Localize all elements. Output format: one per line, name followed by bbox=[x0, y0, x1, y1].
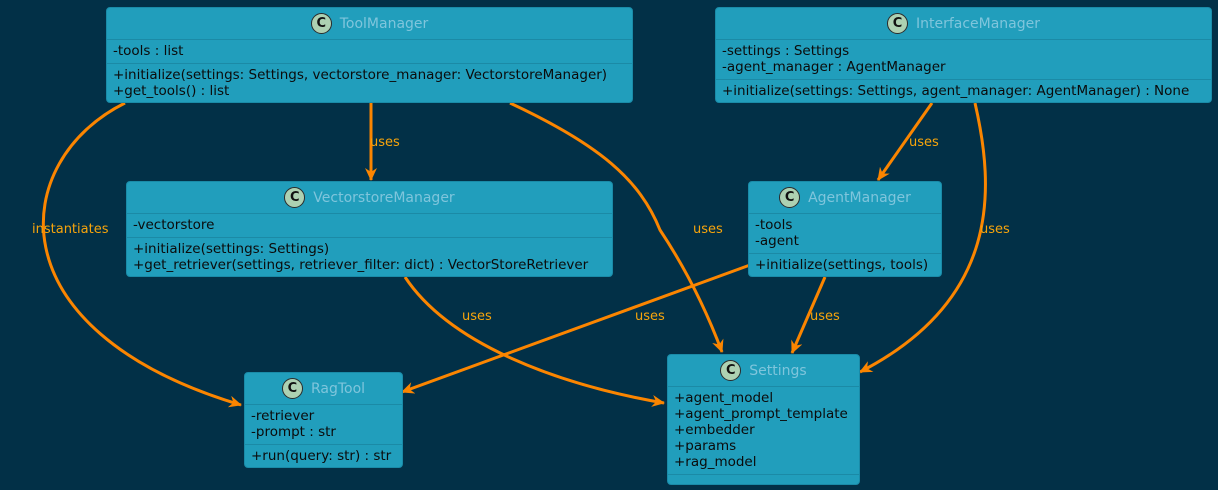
method-row: +initialize(settings: Settings, agent_ma… bbox=[722, 83, 1190, 99]
class-toolmanager[interactable]: C ToolManager -tools : list +initialize(… bbox=[106, 7, 633, 103]
attributes-section: -settings : Settings -agent_manager : Ag… bbox=[716, 40, 1211, 80]
edge-label-toolmanager-settings: uses bbox=[693, 222, 723, 237]
attribute-row: -retriever bbox=[251, 408, 315, 424]
attributes-section: -retriever -prompt : str bbox=[245, 405, 402, 445]
edge-toolmanager-ragtool bbox=[41, 101, 242, 408]
attributes-section: -vectorstore bbox=[127, 214, 612, 238]
class-name: ToolManager bbox=[339, 15, 429, 32]
method-row: +initialize(settings: Settings, vectorst… bbox=[113, 67, 608, 83]
class-badge-icon: C bbox=[779, 187, 801, 208]
methods-section: +initialize(settings: Settings) +get_ret… bbox=[127, 238, 612, 276]
attribute-row: +embedder bbox=[674, 422, 755, 438]
edge-toolmanager-settings bbox=[509, 101, 724, 353]
attributes-section: -tools -agent bbox=[749, 214, 941, 254]
class-name: AgentManager bbox=[808, 189, 911, 206]
class-ragtool[interactable]: C RagTool -retriever -prompt : str +run(… bbox=[244, 372, 403, 468]
attributes-section: +agent_model +agent_prompt_template +emb… bbox=[668, 387, 859, 475]
class-badge-icon: C bbox=[281, 378, 303, 399]
edge-label-agentmanager-ragtool: uses bbox=[635, 309, 665, 324]
edge-label-interfacemanager-settings: uses bbox=[980, 222, 1010, 237]
attribute-row: -vectorstore bbox=[133, 217, 215, 233]
class-interfacemanager[interactable]: C InterfaceManager -settings : Settings … bbox=[715, 7, 1212, 103]
edge-label-interfacemanager-agentmanager: uses bbox=[909, 135, 939, 150]
attribute-row: -agent bbox=[755, 233, 799, 249]
attribute-row: -tools : list bbox=[113, 43, 184, 59]
edge-interfacemanager-agentmanager bbox=[876, 102, 934, 181]
class-name: RagTool bbox=[310, 380, 366, 397]
method-row: +initialize(settings, tools) bbox=[755, 257, 929, 273]
class-header: C VectorstoreManager bbox=[127, 182, 612, 214]
class-header: C Settings bbox=[668, 355, 859, 387]
edge-label-vectorstoremanager-settings: uses bbox=[462, 309, 492, 324]
methods-section: +run(query: str) : str bbox=[245, 445, 402, 467]
attribute-row: -agent_manager : AgentManager bbox=[722, 59, 946, 75]
class-badge-icon: C bbox=[310, 13, 332, 34]
attribute-row: -tools bbox=[755, 217, 793, 233]
attribute-row: +agent_model bbox=[674, 390, 774, 406]
class-badge-icon: C bbox=[886, 13, 908, 34]
method-row: +run(query: str) : str bbox=[251, 448, 392, 464]
edge-vectorstoremanager-settings bbox=[403, 276, 665, 407]
attributes-section: -tools : list bbox=[107, 40, 632, 64]
attribute-row: +agent_prompt_template bbox=[674, 406, 848, 422]
attribute-row: +params bbox=[674, 438, 737, 454]
class-header: C RagTool bbox=[245, 373, 402, 405]
class-header: C ToolManager bbox=[107, 8, 632, 40]
edge-agentmanager-settings bbox=[790, 276, 827, 354]
methods-section: +initialize(settings: Settings, agent_ma… bbox=[716, 80, 1211, 102]
method-row: +get_retriever(settings, retriever_filte… bbox=[133, 257, 589, 273]
methods-section: +initialize(settings, tools) bbox=[749, 254, 941, 276]
method-row: +get_tools() : list bbox=[113, 83, 230, 99]
class-header: C AgentManager bbox=[749, 182, 941, 214]
class-header: C InterfaceManager bbox=[716, 8, 1211, 40]
class-vectorstoremanager[interactable]: C VectorstoreManager -vectorstore +initi… bbox=[126, 181, 613, 277]
class-settings[interactable]: C Settings +agent_model +agent_prompt_te… bbox=[667, 354, 860, 485]
class-name: Settings bbox=[749, 362, 807, 379]
edge-interfacemanager-settings bbox=[859, 102, 987, 374]
attribute-row: -prompt : str bbox=[251, 424, 336, 440]
edge-agentmanager-ragtool bbox=[401, 263, 751, 394]
attribute-row: -settings : Settings bbox=[722, 43, 850, 59]
edge-label-toolmanager-ragtool: instantiates bbox=[32, 222, 109, 237]
edge-label-agentmanager-settings: uses bbox=[810, 309, 840, 324]
method-row: +initialize(settings: Settings) bbox=[133, 241, 330, 257]
attribute-row: +rag_model bbox=[674, 454, 757, 470]
methods-section: +initialize(settings: Settings, vectorst… bbox=[107, 64, 632, 102]
edge-label-toolmanager-vectorstoremanager: uses bbox=[370, 135, 400, 150]
class-badge-icon: C bbox=[720, 360, 742, 381]
class-name: VectorstoreManager bbox=[313, 189, 455, 206]
class-badge-icon: C bbox=[284, 187, 306, 208]
class-agentmanager[interactable]: C AgentManager -tools -agent +initialize… bbox=[748, 181, 942, 277]
class-name: InterfaceManager bbox=[915, 15, 1041, 32]
methods-section bbox=[668, 475, 859, 479]
